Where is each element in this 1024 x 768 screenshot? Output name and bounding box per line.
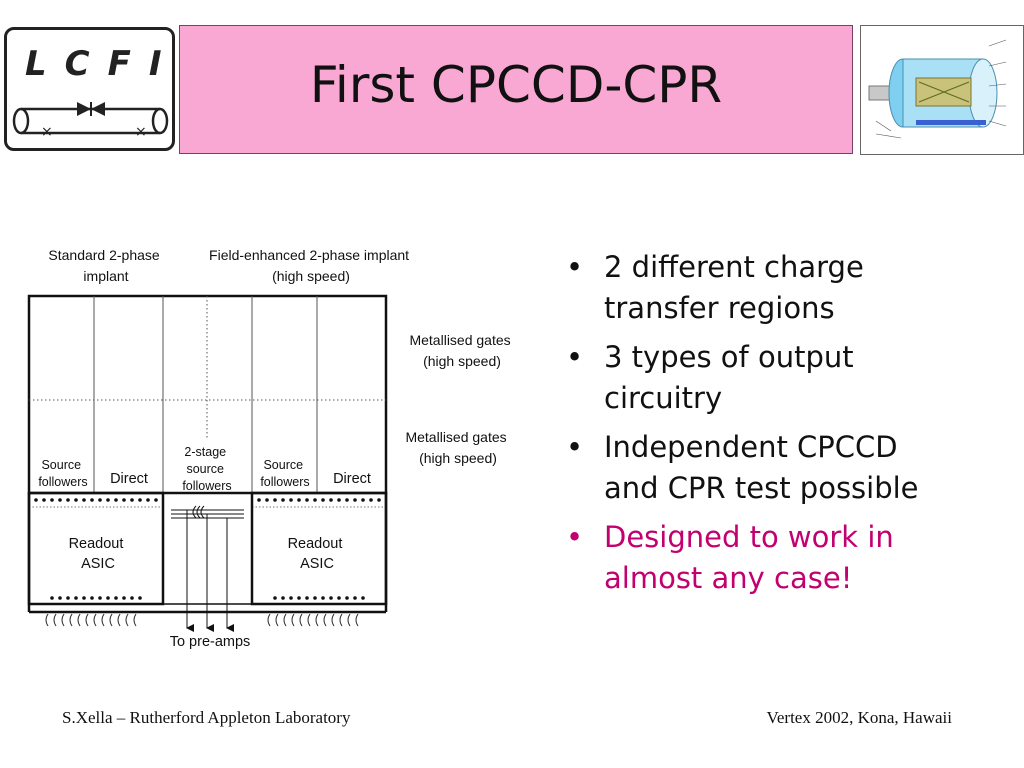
label-to-preamps: To pre-amps — [170, 634, 251, 650]
label-source-followers-left: Source followers — [38, 458, 87, 489]
readout-asic-right — [250, 491, 388, 606]
footer-author: S.Xella – Rutherford Appleton Laboratory — [62, 708, 351, 727]
readout-asic-left — [27, 491, 165, 606]
detector-image — [868, 39, 1007, 139]
wire-bonds-right — [267, 613, 359, 627]
label-field-enhanced-implant: Field-enhanced 2-phase implant (high spe… — [209, 247, 413, 284]
label-direct-left: Direct — [110, 471, 148, 487]
logo-drawing: × × — [12, 102, 169, 140]
bond-pads-top-right — [257, 498, 381, 502]
bond-pads-bottom-right — [273, 596, 365, 600]
bond-pads-bottom-left — [50, 596, 142, 600]
label-direct-right: Direct — [333, 471, 371, 487]
lcfi-logo: LCFI × × — [4, 27, 175, 151]
svg-text:×: × — [135, 124, 147, 140]
label-standard-implant: Standard 2-phase implant — [48, 247, 163, 284]
preamp-connections — [171, 505, 244, 632]
label-two-stage-followers: 2-stage source followers — [182, 445, 231, 493]
label-metallised-gates-1: Metallised gates (high speed) — [409, 332, 514, 369]
logo-text: LCFI — [25, 44, 180, 84]
page-title: First CPCCD-CPR — [309, 56, 723, 114]
label-metallised-gates-2: Metallised gates (high speed) — [405, 429, 510, 466]
label-readout-asic-right: Readout ASIC — [288, 536, 347, 572]
bond-pads-top-left — [34, 498, 158, 502]
wire-bonds-left — [45, 613, 137, 627]
title-banner: First CPCCD-CPR — [179, 25, 853, 154]
label-readout-asic-left: Readout ASIC — [69, 536, 128, 572]
sensor-frame — [27, 294, 388, 495]
detector-illustration — [860, 25, 1024, 155]
svg-text:×: × — [41, 124, 53, 140]
label-source-followers-right: Source followers — [260, 458, 309, 489]
footer-venue: Vertex 2002, Kona, Hawaii — [766, 708, 952, 727]
cpccd-cpr-diagram: Standard 2-phase implant Field-enhanced … — [27, 247, 514, 650]
